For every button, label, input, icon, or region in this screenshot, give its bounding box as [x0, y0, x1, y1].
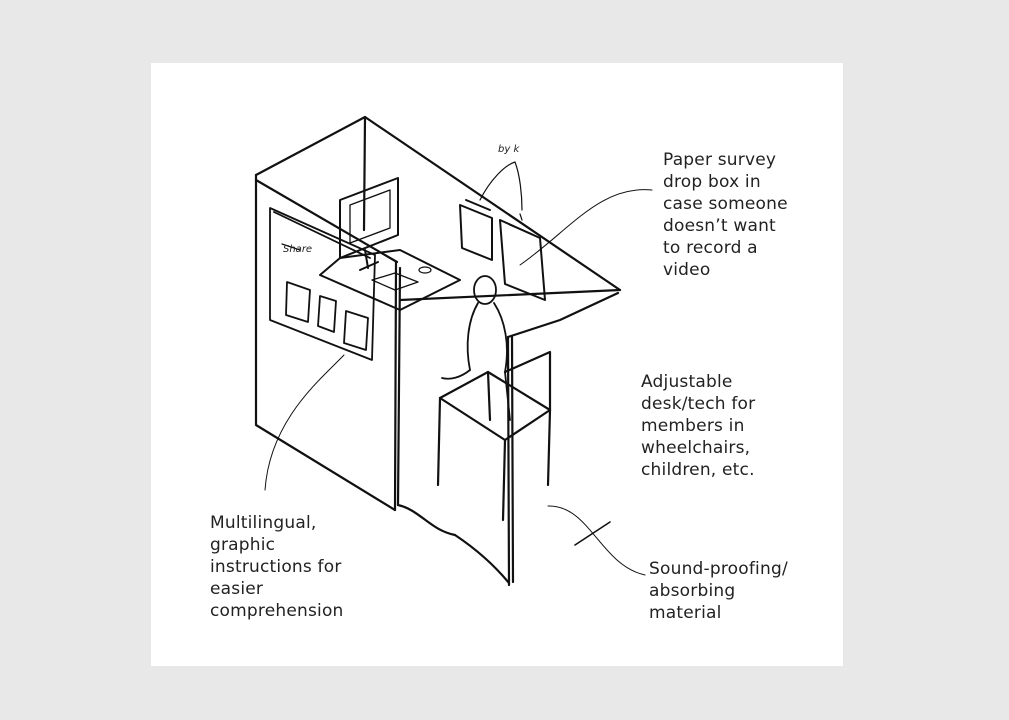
box-scribble-text: by k: [498, 144, 520, 155]
instruction-poster: [270, 208, 375, 360]
wall-scribble-text: Share: [283, 244, 312, 255]
instructions-note: Multilingual, graphic instructions for e…: [210, 512, 344, 622]
sound-proofing-note: Sound-proofing/ absorbing material: [649, 558, 788, 624]
adjustable-desk-note: Adjustable desk/tech for members in whee…: [641, 371, 755, 481]
monitor-desk: [320, 178, 460, 310]
drop-box-note: Paper survey drop box in case someone do…: [663, 149, 788, 281]
